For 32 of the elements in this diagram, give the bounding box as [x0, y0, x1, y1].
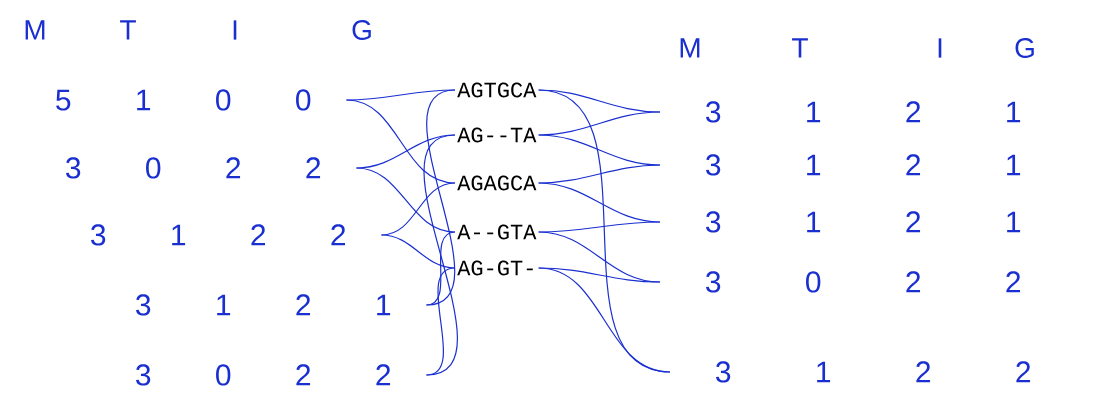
count-row: 3 0 2 2 [66, 157, 321, 179]
sequence-text: AGTGCA [457, 82, 537, 98]
connector-line [345, 99, 456, 184]
sequence-text: AGAGCA [457, 175, 537, 191]
count-row: 3 1 2 2 [716, 361, 1031, 383]
column-header: G [1015, 38, 1034, 58]
count-row: 3 0 2 2 [136, 364, 391, 386]
count-row: 3 0 2 2 [706, 271, 1021, 293]
column-header: M [680, 38, 700, 58]
column-header: T [120, 20, 136, 40]
column-header: M [25, 20, 45, 40]
connector-line [345, 89, 456, 101]
sequence-text: A--GTA [457, 224, 537, 240]
column-header: I [938, 38, 942, 58]
sequence-text: AG--TA [457, 127, 537, 143]
count-row: 5 1 0 0 [56, 89, 311, 111]
count-row: 3 1 2 2 [91, 224, 346, 246]
connector-line [538, 267, 671, 373]
sequence-text: AG-GT- [457, 260, 533, 276]
column-header: I [233, 20, 237, 40]
connector-line [423, 134, 458, 376]
connector-line [425, 231, 456, 306]
count-row: 3 1 2 1 [706, 211, 1021, 233]
column-header: T [792, 38, 808, 58]
connector-line [380, 234, 456, 269]
column-header: G [352, 20, 371, 40]
connector-line [425, 267, 456, 376]
count-row: 3 1 2 1 [706, 154, 1021, 176]
connector-line [355, 134, 456, 169]
count-row: 3 1 2 1 [136, 294, 391, 316]
count-row: 3 1 2 1 [706, 101, 1021, 123]
connector-line [425, 89, 456, 306]
